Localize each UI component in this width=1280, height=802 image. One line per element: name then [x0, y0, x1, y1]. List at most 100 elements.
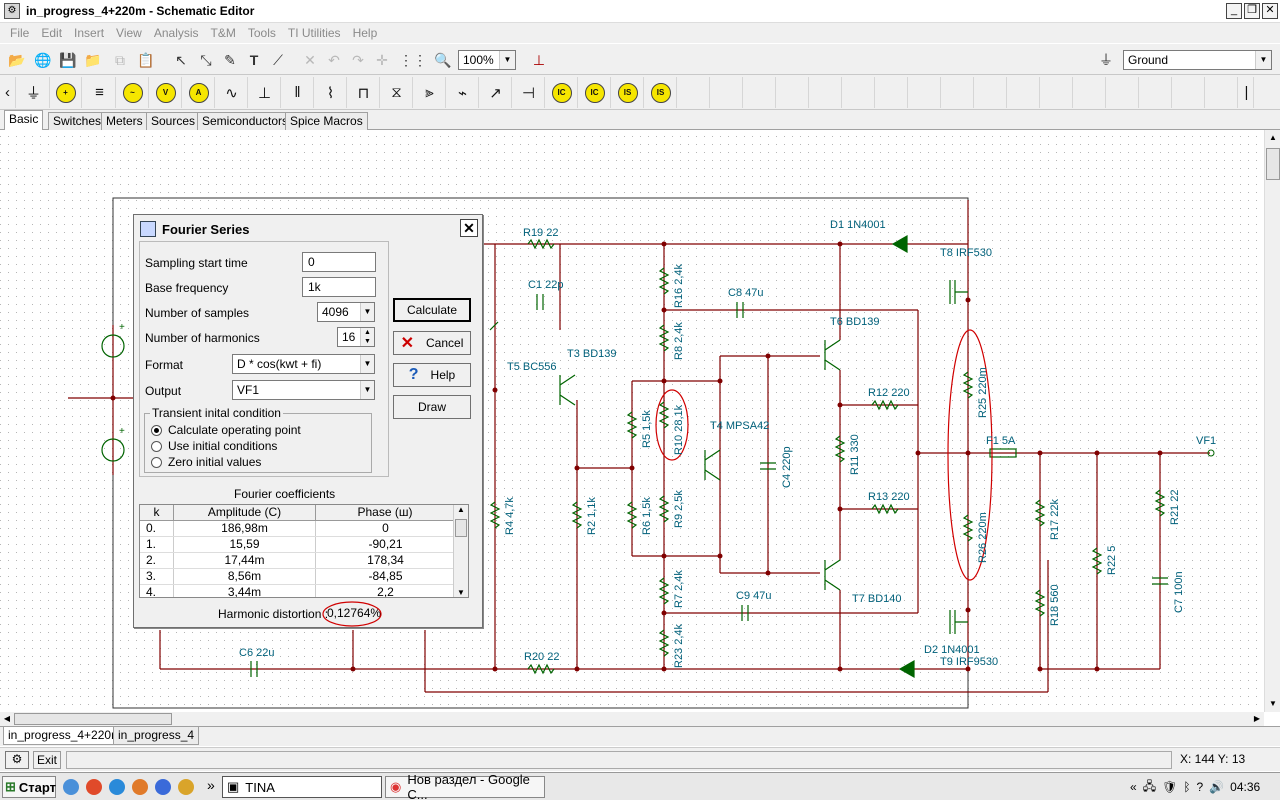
- radio-zero-initial-values[interactable]: Zero initial values: [151, 455, 261, 469]
- status-tool-icon[interactable]: ⚙: [5, 751, 29, 769]
- zoom-select[interactable]: 100%▼: [458, 50, 516, 70]
- quicklaunch-media-icon[interactable]: [155, 779, 171, 795]
- table-scroll-down-icon[interactable]: ▼: [457, 588, 465, 597]
- wire-icon[interactable]: ⤡: [200, 51, 212, 68]
- quicklaunch-more-icon[interactable]: »: [207, 777, 215, 793]
- redo-icon[interactable]: ↷: [352, 51, 364, 68]
- base-frequency-input[interactable]: 1k: [302, 277, 376, 297]
- num-samples-select[interactable]: 4096▼: [317, 302, 375, 322]
- open-folder-icon[interactable]: 📁: [84, 51, 102, 68]
- tray-expand-icon[interactable]: «: [1130, 780, 1137, 794]
- resistor-icon[interactable]: ∿: [216, 77, 248, 108]
- tab-in-progress-4-220m[interactable]: in_progress_4+220m: [3, 727, 127, 745]
- dialog-close-button[interactable]: ✕: [460, 219, 478, 237]
- tab-in-progress-4[interactable]: in_progress_4: [113, 727, 200, 745]
- radio-calculate-operating-point[interactable]: Calculate operating point: [151, 423, 301, 437]
- scroll-right-icon[interactable]: |: [1240, 77, 1254, 108]
- clock[interactable]: 04:36: [1230, 780, 1261, 794]
- tab-semiconductors[interactable]: Semiconductors: [197, 112, 294, 130]
- ic-source2-icon[interactable]: IC: [579, 77, 611, 108]
- menu-help[interactable]: Help: [352, 26, 378, 40]
- select-pointer-icon[interactable]: ↖: [175, 51, 187, 68]
- copy-icon[interactable]: ⧉: [115, 51, 125, 68]
- scroll-down-icon[interactable]: ▼: [1269, 699, 1277, 708]
- quicklaunch-chrome-icon[interactable]: [86, 779, 102, 795]
- table-scroll-up-icon[interactable]: ▲: [457, 505, 465, 514]
- hscroll-thumb[interactable]: [14, 713, 172, 725]
- draw-button[interactable]: Draw: [393, 395, 471, 419]
- undo-icon[interactable]: ↶: [328, 51, 340, 68]
- current-source-icon[interactable]: ~: [117, 77, 149, 108]
- quicklaunch-firefox-icon[interactable]: [132, 779, 148, 795]
- security-icon[interactable]: 🛡: [1162, 780, 1178, 794]
- scroll-left-arrow-icon[interactable]: ◀: [3, 714, 11, 723]
- taskbar-tina[interactable]: ▣TINA: [222, 776, 382, 798]
- minimize-button[interactable]: _: [1226, 3, 1242, 19]
- taskbar-chrome[interactable]: ◉Нов раздел - Google C...: [385, 772, 545, 802]
- variable-resistor-icon[interactable]: ↗: [480, 77, 512, 108]
- transformer-icon[interactable]: ⧖: [381, 77, 413, 108]
- scroll-up-icon[interactable]: ▲: [1269, 133, 1277, 142]
- restore-button[interactable]: ❐: [1244, 3, 1260, 19]
- cross-icon[interactable]: ✛: [376, 51, 388, 68]
- tab-spice-macros[interactable]: Spice Macros: [285, 112, 368, 130]
- table-scroll-thumb[interactable]: [455, 519, 467, 537]
- tab-sources[interactable]: Sources: [146, 112, 201, 130]
- help-button[interactable]: ?Help: [393, 363, 471, 387]
- potentiometer-icon[interactable]: ⊥: [249, 77, 281, 108]
- quicklaunch-ie-icon[interactable]: [109, 779, 125, 795]
- paste-icon[interactable]: 📋: [137, 51, 155, 68]
- web-icon[interactable]: 🌐: [34, 51, 52, 68]
- bluetooth-icon[interactable]: ᛒ: [1183, 780, 1191, 794]
- menu-tools[interactable]: Tools: [247, 26, 276, 40]
- quicklaunch-folder-icon[interactable]: [178, 779, 194, 795]
- horizontal-scrollbar[interactable]: ◀ ▶: [0, 712, 1264, 726]
- switch-icon[interactable]: ⌁: [447, 77, 479, 108]
- format-select[interactable]: D * cos(kwt + fi)▼: [232, 354, 375, 374]
- pen-icon[interactable]: ✎: [224, 51, 236, 68]
- resistor-value-icon[interactable]: ⊥: [532, 51, 546, 68]
- quicklaunch-explorer-icon[interactable]: [63, 779, 79, 795]
- menu-tm[interactable]: T&M: [210, 26, 236, 40]
- cancel-button[interactable]: ✕Cancel: [393, 331, 471, 355]
- menu-file[interactable]: File: [10, 26, 30, 40]
- volume-icon[interactable]: 🔊: [1209, 780, 1225, 794]
- vertical-scrollbar[interactable]: ▲ ▼: [1264, 130, 1280, 712]
- radio-use-initial-conditions[interactable]: Use initial conditions: [151, 439, 277, 453]
- coil-icon[interactable]: ⊓: [348, 77, 380, 108]
- menu-insert[interactable]: Insert: [74, 26, 105, 40]
- output-select[interactable]: VF1▼: [232, 380, 375, 400]
- num-harmonics-spinner[interactable]: 16▲▼: [337, 327, 375, 347]
- capacitor-icon[interactable]: ‖: [282, 77, 314, 108]
- table-scrollbar[interactable]: ▲ ▼: [453, 505, 468, 597]
- voltage-source-icon[interactable]: ≡: [84, 77, 116, 108]
- tab-meters[interactable]: Meters: [101, 112, 148, 130]
- menu-edit[interactable]: Edit: [41, 26, 63, 40]
- network-icon[interactable]: 🖧: [1142, 778, 1157, 793]
- menu-analysis[interactable]: Analysis: [153, 26, 199, 40]
- menu-ti-utilities[interactable]: TI Utilities: [287, 26, 341, 40]
- text-icon[interactable]: T: [249, 52, 259, 68]
- vscroll-thumb[interactable]: [1266, 148, 1280, 180]
- inductor-icon[interactable]: ⌇: [315, 77, 347, 108]
- tab-basic[interactable]: Basic: [4, 110, 44, 130]
- ground-select[interactable]: Ground▼: [1123, 50, 1272, 70]
- save-icon[interactable]: 💾: [59, 51, 77, 68]
- grid-icon[interactable]: ⋮⋮: [399, 51, 427, 68]
- transformer2-icon[interactable]: ⫸: [414, 77, 446, 108]
- start-button[interactable]: ⊞Старт: [2, 776, 56, 798]
- open-icon[interactable]: 📂: [8, 51, 26, 68]
- scroll-right-arrow-icon[interactable]: ▶: [1253, 714, 1261, 723]
- delete-icon[interactable]: ✕: [304, 51, 316, 68]
- is-source-icon[interactable]: IS: [612, 77, 644, 108]
- ground-component-icon[interactable]: ⏚: [18, 77, 50, 108]
- voltmeter-icon[interactable]: V: [150, 77, 182, 108]
- ground-tool-icon[interactable]: ⏚: [1099, 52, 1113, 68]
- menu-view[interactable]: View: [116, 26, 142, 40]
- ammeter-icon[interactable]: A: [183, 77, 215, 108]
- label-icon[interactable]: ⟋: [273, 51, 283, 68]
- scroll-left-icon[interactable]: ‹: [0, 77, 16, 108]
- ic-source-icon[interactable]: IC: [546, 77, 578, 108]
- terminal-icon[interactable]: ⊣: [513, 77, 545, 108]
